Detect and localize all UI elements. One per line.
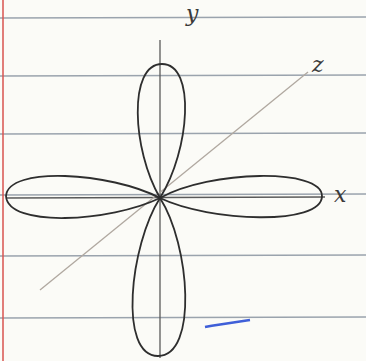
margin-line <box>2 0 4 361</box>
axis-label: z <box>312 54 324 76</box>
axis-label: y <box>186 3 198 25</box>
axes <box>6 40 325 358</box>
pen-mark <box>205 320 250 327</box>
orbital-lobes <box>6 64 322 356</box>
axis-label: x <box>334 184 346 206</box>
